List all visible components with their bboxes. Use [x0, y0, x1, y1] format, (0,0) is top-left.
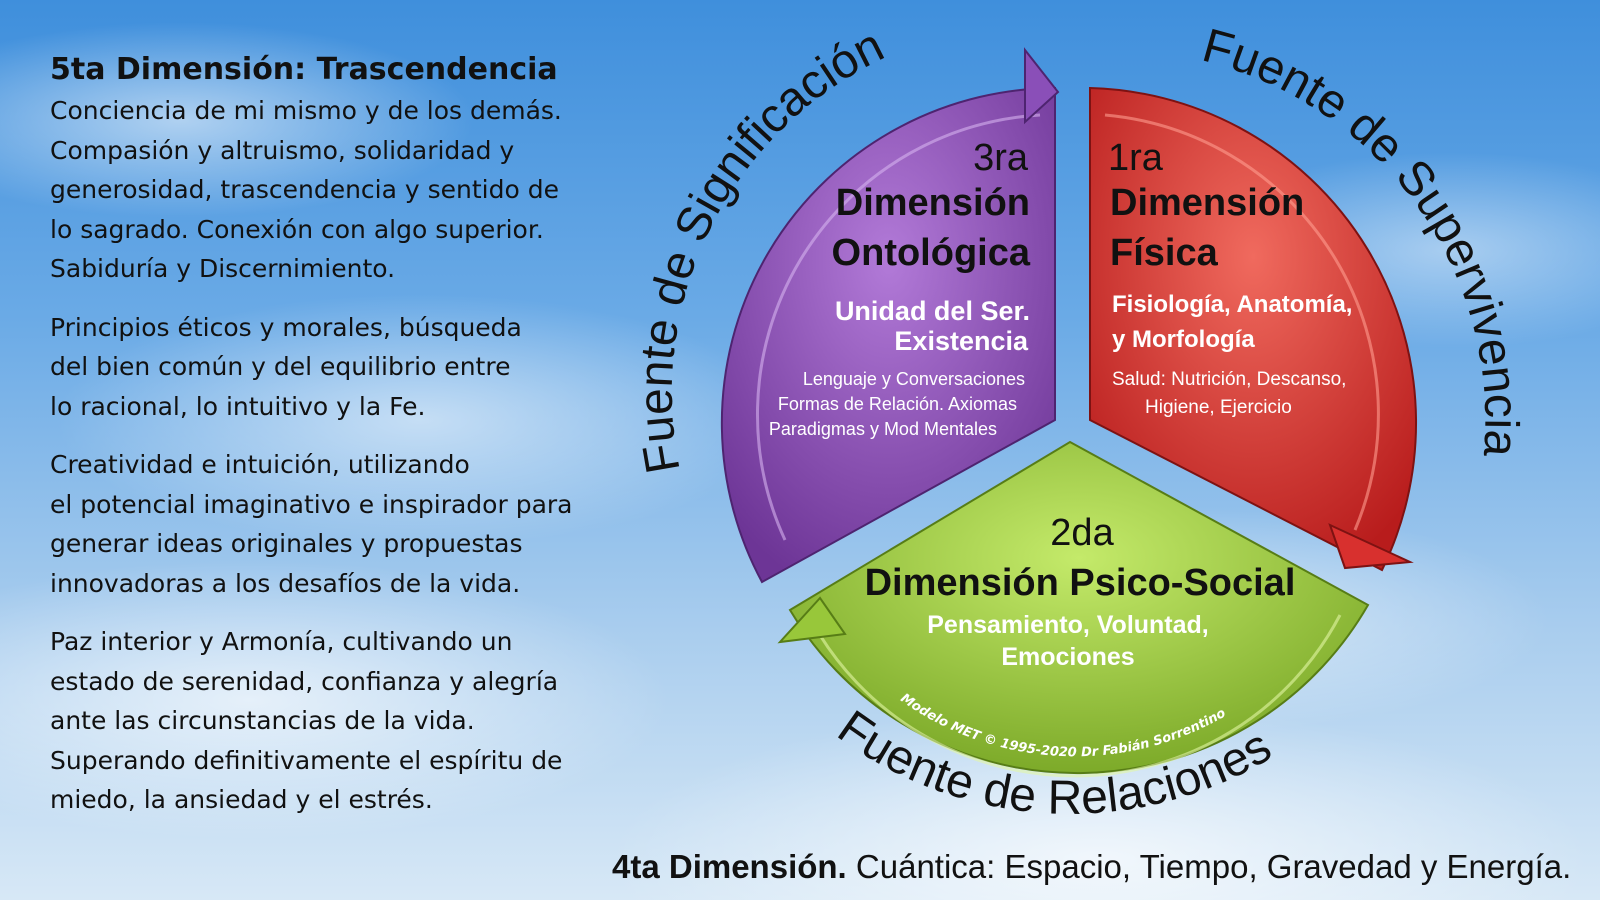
left-text-panel: 5ta Dimensión: Trascendencia Conciencia … [50, 52, 630, 839]
purple-line2: Ontológica [832, 232, 1031, 274]
purple-sub1: Unidad del Ser. [835, 296, 1030, 326]
purple-sector [720, 47, 1060, 584]
paragraph-consciousness: Conciencia de mi mismo y de los demás. C… [50, 96, 562, 283]
red-detail-1: Salud: Nutrición, Descanso, [1112, 369, 1346, 390]
paragraph-creativity: Creatividad e intuición, utilizando el p… [50, 450, 573, 598]
green-sub2: Emociones [1001, 643, 1134, 671]
purple-detail-1: Lenguaje y Conversaciones [803, 369, 1025, 389]
green-sub1: Pensamiento, Voluntad, [927, 611, 1209, 639]
fourth-dimension-line: 4ta Dimensión. Cuántica: Espacio, Tiempo… [612, 848, 1571, 886]
fourth-dimension-rest: Cuántica: Espacio, Tiempo, Gravedad y En… [846, 848, 1572, 885]
green-ordinal: 2da [1050, 512, 1114, 554]
paragraph-ethics: Principios éticos y morales, búsqueda de… [50, 312, 522, 421]
green-title: Dimensión Psico-Social [865, 562, 1296, 604]
purple-detail-3: Paradigmas y Mod Mentales [769, 419, 997, 439]
purple-arrowhead [1024, 47, 1060, 125]
green-sector [777, 440, 1370, 778]
fifth-dimension-title: 5ta Dimensión: Trascendencia [50, 52, 558, 87]
purple-line1: Dimensión [836, 182, 1030, 224]
purple-ordinal: 3ra [973, 137, 1029, 179]
red-line1: Dimensión [1110, 182, 1304, 224]
purple-sub2: Existencia [894, 326, 1029, 356]
red-detail-2: Higiene, Ejercicio [1145, 397, 1292, 418]
paragraph-peace: Paz interior y Armonía, cultivando un es… [50, 627, 563, 814]
red-ordinal: 1ra [1108, 137, 1164, 179]
red-sub2: y Morfología [1112, 326, 1255, 353]
red-arrowhead [1328, 523, 1414, 570]
green-arrowhead [777, 596, 847, 644]
fourth-dimension-bold: 4ta Dimensión. [612, 848, 847, 885]
red-sub1: Fisiología, Anatomía, [1112, 291, 1352, 318]
red-line2: Física [1110, 232, 1219, 274]
purple-detail-2: Formas de Relación. Axiomas [778, 394, 1017, 414]
red-sector [1089, 86, 1418, 572]
